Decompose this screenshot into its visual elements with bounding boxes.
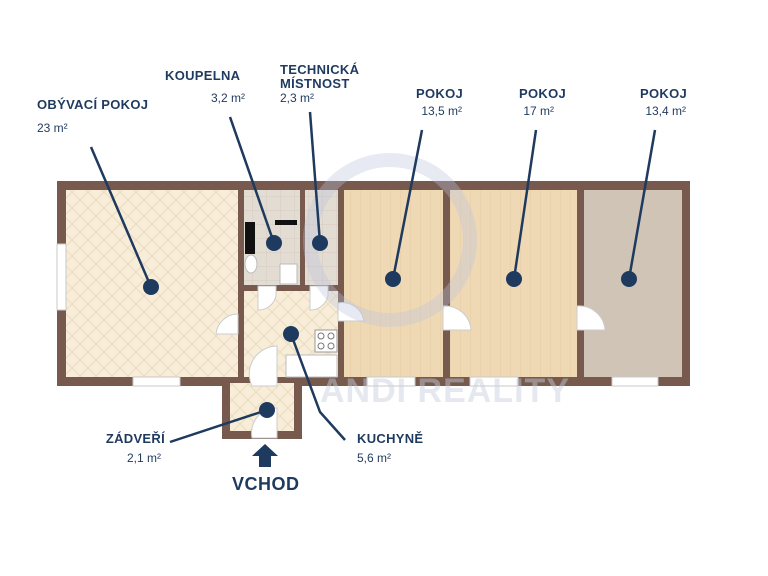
room-label-living: OBÝVACÍ POKOJ <box>37 97 149 112</box>
stove <box>314 329 338 353</box>
room-area-kitchen: 5,6 m² <box>357 451 392 465</box>
bathtub <box>245 222 255 254</box>
kitchen-sink <box>285 354 338 378</box>
room-area-room2: 17 m² <box>523 104 554 118</box>
room-area-room3: 13,4 m² <box>645 104 686 118</box>
room-area-living: 23 m² <box>37 121 68 135</box>
washer <box>279 263 298 285</box>
watermark-emblem <box>303 153 477 327</box>
room-label-bathroom: KOUPELNA <box>165 68 241 83</box>
entrance-label: VCHOD <box>232 474 300 494</box>
room-label-room2: POKOJ <box>519 86 567 101</box>
room-label-technical: TECHNICKÁ <box>280 62 360 77</box>
arrow-up-icon <box>252 444 278 467</box>
room-markers <box>143 235 637 418</box>
room-label-room3: POKOJ <box>640 86 688 101</box>
watermark: ANDI REALITY <box>320 372 570 410</box>
room-label-room1: POKOJ <box>416 86 464 101</box>
stove-burners <box>317 332 335 350</box>
room-area-bathroom: 3,2 m² <box>210 91 245 105</box>
room-label-kitchen: KUCHYNĚ <box>357 431 424 446</box>
windows <box>56 243 659 387</box>
doors <box>215 285 606 439</box>
room-label-vestibule: ZÁDVEŘÍ <box>105 431 165 446</box>
shelf <box>275 220 297 225</box>
room-area-room1: 13,5 m² <box>421 104 462 118</box>
room-label-technical-2: MÍSTNOST <box>280 76 350 91</box>
room-area-vestibule: 2,1 m² <box>126 451 161 465</box>
room-area-technical: 2,3 m² <box>280 91 315 105</box>
leader-lines <box>89 111 657 444</box>
sink <box>244 254 258 274</box>
